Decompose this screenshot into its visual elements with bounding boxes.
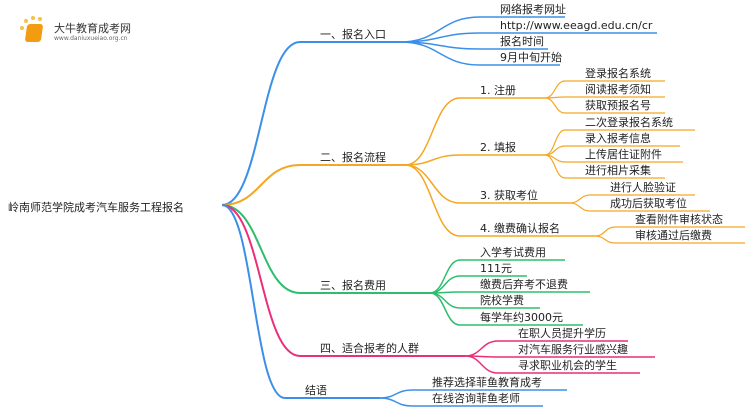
leaf-node[interactable]: 院校学费 bbox=[480, 293, 524, 307]
connector bbox=[544, 97, 566, 114]
connector bbox=[594, 226, 616, 237]
leaf-node[interactable]: 推荐选择菲鱼教育成考 bbox=[432, 375, 542, 389]
connector bbox=[429, 292, 461, 326]
leaf-node[interactable]: 进行人脸验证 bbox=[610, 180, 676, 194]
branch-node[interactable]: 二、报名流程 bbox=[320, 150, 386, 164]
connector bbox=[221, 164, 301, 206]
branch-node[interactable]: 四、适合报考的人群 bbox=[320, 341, 419, 355]
connector bbox=[594, 235, 616, 244]
leaf-node[interactable]: 二次登录报名系统 bbox=[585, 115, 673, 129]
connector bbox=[544, 80, 566, 99]
logo-dot bbox=[24, 19, 28, 23]
connector bbox=[544, 154, 566, 179]
leaf-node[interactable]: 查看附件审核状态 bbox=[635, 212, 723, 226]
leaf-node[interactable]: 寻求职业机会的学生 bbox=[518, 358, 617, 372]
leaf-node[interactable]: 对汽车服务行业感兴趣 bbox=[518, 342, 628, 356]
connector bbox=[404, 97, 461, 166]
logo-title: 大牛教育成考网 bbox=[54, 22, 131, 35]
logo: 大牛教育成考网 www.daniuxueiao.org.cn bbox=[20, 16, 160, 46]
logo-dot bbox=[20, 26, 24, 30]
leaf-node[interactable]: 登录报名系统 bbox=[585, 66, 651, 80]
leaf-node[interactable]: 每学年约3000元 bbox=[480, 310, 563, 324]
leaf-node[interactable]: 上传居住证附件 bbox=[585, 147, 662, 161]
connector bbox=[221, 204, 286, 399]
step-node[interactable]: 1. 注册 bbox=[480, 83, 516, 97]
leaf-node[interactable]: 审核通过后缴费 bbox=[635, 228, 712, 242]
leaf-node[interactable]: 111元 bbox=[480, 262, 512, 275]
root-node[interactable]: 岭南师范学院成考汽车服务工程报名 bbox=[8, 200, 184, 214]
connector bbox=[399, 41, 481, 66]
branch-node[interactable]: 结语 bbox=[305, 384, 327, 397]
step-node[interactable]: 2. 填报 bbox=[480, 140, 516, 154]
connector bbox=[569, 202, 591, 212]
connector bbox=[379, 397, 413, 407]
connector bbox=[404, 154, 461, 166]
leaf-node[interactable]: 在职人员提升学历 bbox=[518, 326, 606, 340]
leaf-node[interactable]: 录入报考信息 bbox=[585, 131, 651, 145]
leaf-node[interactable]: 获取预报名号 bbox=[585, 98, 651, 112]
leaf-node[interactable]: 9月中旬开始 bbox=[500, 50, 562, 64]
connector bbox=[221, 204, 301, 357]
connector bbox=[404, 164, 461, 237]
leaf-node[interactable]: 缴费后弃考不退费 bbox=[480, 277, 568, 291]
leaf-node[interactable]: 报名时间 bbox=[500, 34, 544, 48]
leaf-node[interactable]: http://www.eeagd.edu.cn/cr bbox=[500, 19, 653, 32]
step-node[interactable]: 3. 获取考位 bbox=[480, 188, 538, 202]
leaf-node[interactable]: 在线咨询菲鱼老师 bbox=[432, 391, 520, 405]
leaf-node[interactable]: 入学考试费用 bbox=[480, 245, 546, 259]
connector bbox=[569, 194, 591, 204]
step-node[interactable]: 4. 缴费确认报名 bbox=[480, 221, 560, 235]
branch-node[interactable]: 三、报名费用 bbox=[320, 278, 386, 292]
connector bbox=[464, 355, 499, 374]
logo-dot bbox=[31, 16, 35, 20]
connector bbox=[429, 292, 461, 309]
logo-dot bbox=[38, 17, 42, 21]
leaf-node[interactable]: 进行相片采集 bbox=[585, 163, 651, 177]
leaf-node[interactable]: 阅读报考须知 bbox=[585, 82, 651, 96]
connector bbox=[221, 41, 301, 206]
connector bbox=[221, 204, 301, 294]
connector bbox=[429, 275, 461, 294]
connector bbox=[379, 389, 413, 399]
leaf-node[interactable]: 成功后获取考位 bbox=[610, 196, 687, 210]
logo-url: www.daniuxueiao.org.cn bbox=[54, 35, 128, 42]
leaf-node[interactable]: 网络报考网址 bbox=[500, 2, 566, 16]
connector bbox=[464, 340, 499, 357]
branch-node[interactable]: 一、报名入口 bbox=[320, 27, 386, 41]
connector bbox=[404, 164, 461, 204]
